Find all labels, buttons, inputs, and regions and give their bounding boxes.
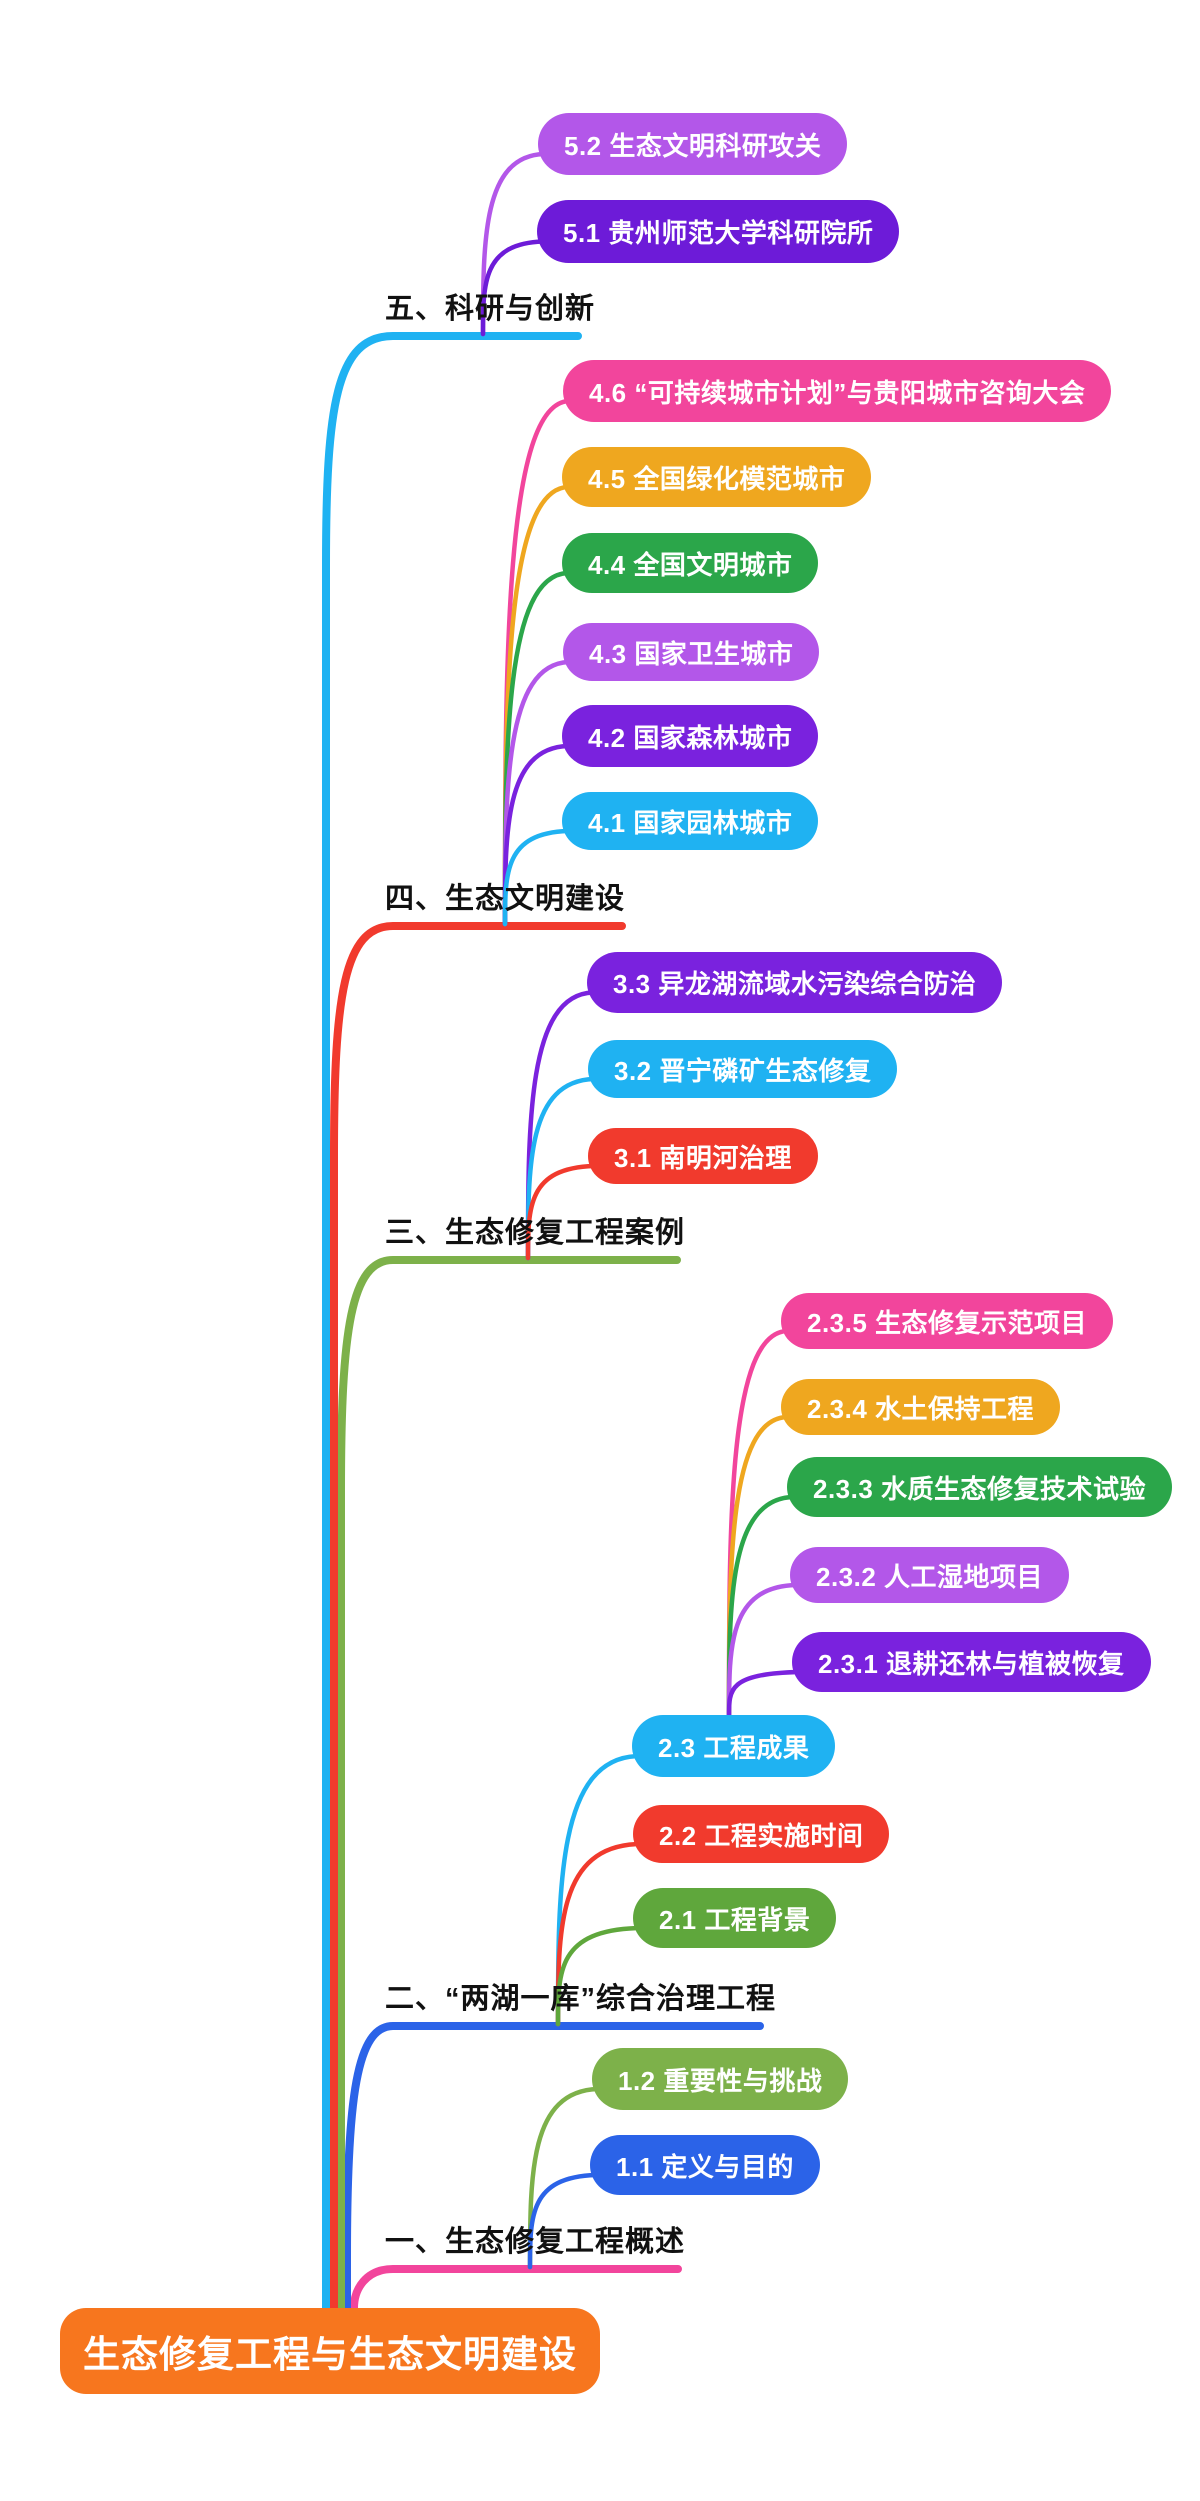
section-label[interactable]: 三、生态修复工程案例 [385, 1217, 686, 1249]
subchild-node[interactable]: 2.3.2 人工湿地项目 [790, 1547, 1070, 1603]
child-node[interactable]: 4.1 国家园林城市 [562, 792, 819, 850]
child-node[interactable]: 5.1 贵州师范大学科研院所 [537, 200, 900, 263]
child-node[interactable]: 2.1 工程背景 [633, 1888, 837, 1948]
section-branch-line [322, 332, 582, 2312]
section-branch-line [350, 2265, 682, 2312]
subchild-node[interactable]: 2.3.1 退耕还林与植被恢复 [792, 1632, 1151, 1692]
child-node[interactable]: 4.5 全国绿化模范城市 [562, 447, 872, 507]
section-label[interactable]: 五、科研与创新 [385, 293, 596, 325]
subchild-node[interactable]: 2.3.3 水质生态修复技术试验 [787, 1457, 1173, 1517]
child-node[interactable]: 4.2 国家森林城市 [562, 705, 819, 767]
child-connector-line [502, 828, 571, 927]
child-node[interactable]: 1.2 重要性与挑战 [592, 2048, 849, 2110]
child-connector-line [480, 239, 546, 337]
subchild-node[interactable]: 2.3.4 水土保持工程 [781, 1379, 1061, 1435]
child-node[interactable]: 2.2 工程实施时间 [633, 1805, 890, 1863]
child-node[interactable]: 5.2 生态文明科研攻关 [538, 113, 848, 175]
section-branch-line [337, 1256, 681, 2312]
subchild-node[interactable]: 2.3.5 生态修复示范项目 [781, 1293, 1114, 1349]
child-node[interactable]: 4.3 国家卫生城市 [563, 623, 820, 681]
child-node[interactable]: 4.4 全国文明城市 [562, 533, 819, 593]
subchild-connector-line [726, 1669, 801, 1719]
subchild-connector-line [726, 1582, 799, 1719]
section-branch-line [330, 922, 626, 2312]
root-node[interactable]: 生态修复工程与生态文明建设 [60, 2308, 600, 2394]
child-connector-line [527, 2172, 599, 2270]
child-node[interactable]: 3.2 晋宁磷矿生态修复 [588, 1040, 898, 1098]
child-connector-line [555, 1925, 642, 2027]
section-label[interactable]: 一、生态修复工程概述 [385, 2226, 686, 2258]
child-node[interactable]: 3.3 异龙湖流域水污染综合防治 [587, 952, 1003, 1013]
child-node[interactable]: 4.6 “可持续城市计划”与贵阳城市咨询大会 [563, 360, 1112, 422]
section-label[interactable]: 四、生态文明建设 [385, 883, 626, 915]
child-connector-line [525, 1163, 597, 1261]
child-node[interactable]: 3.1 南明河治理 [588, 1128, 818, 1184]
section-label[interactable]: 二、“两湖一库”综合治理工程 [385, 1983, 777, 2015]
child-node[interactable]: 1.1 定义与目的 [590, 2135, 820, 2195]
child-node[interactable]: 2.3 工程成果 [632, 1715, 836, 1777]
section-branch-line [343, 2022, 764, 2312]
